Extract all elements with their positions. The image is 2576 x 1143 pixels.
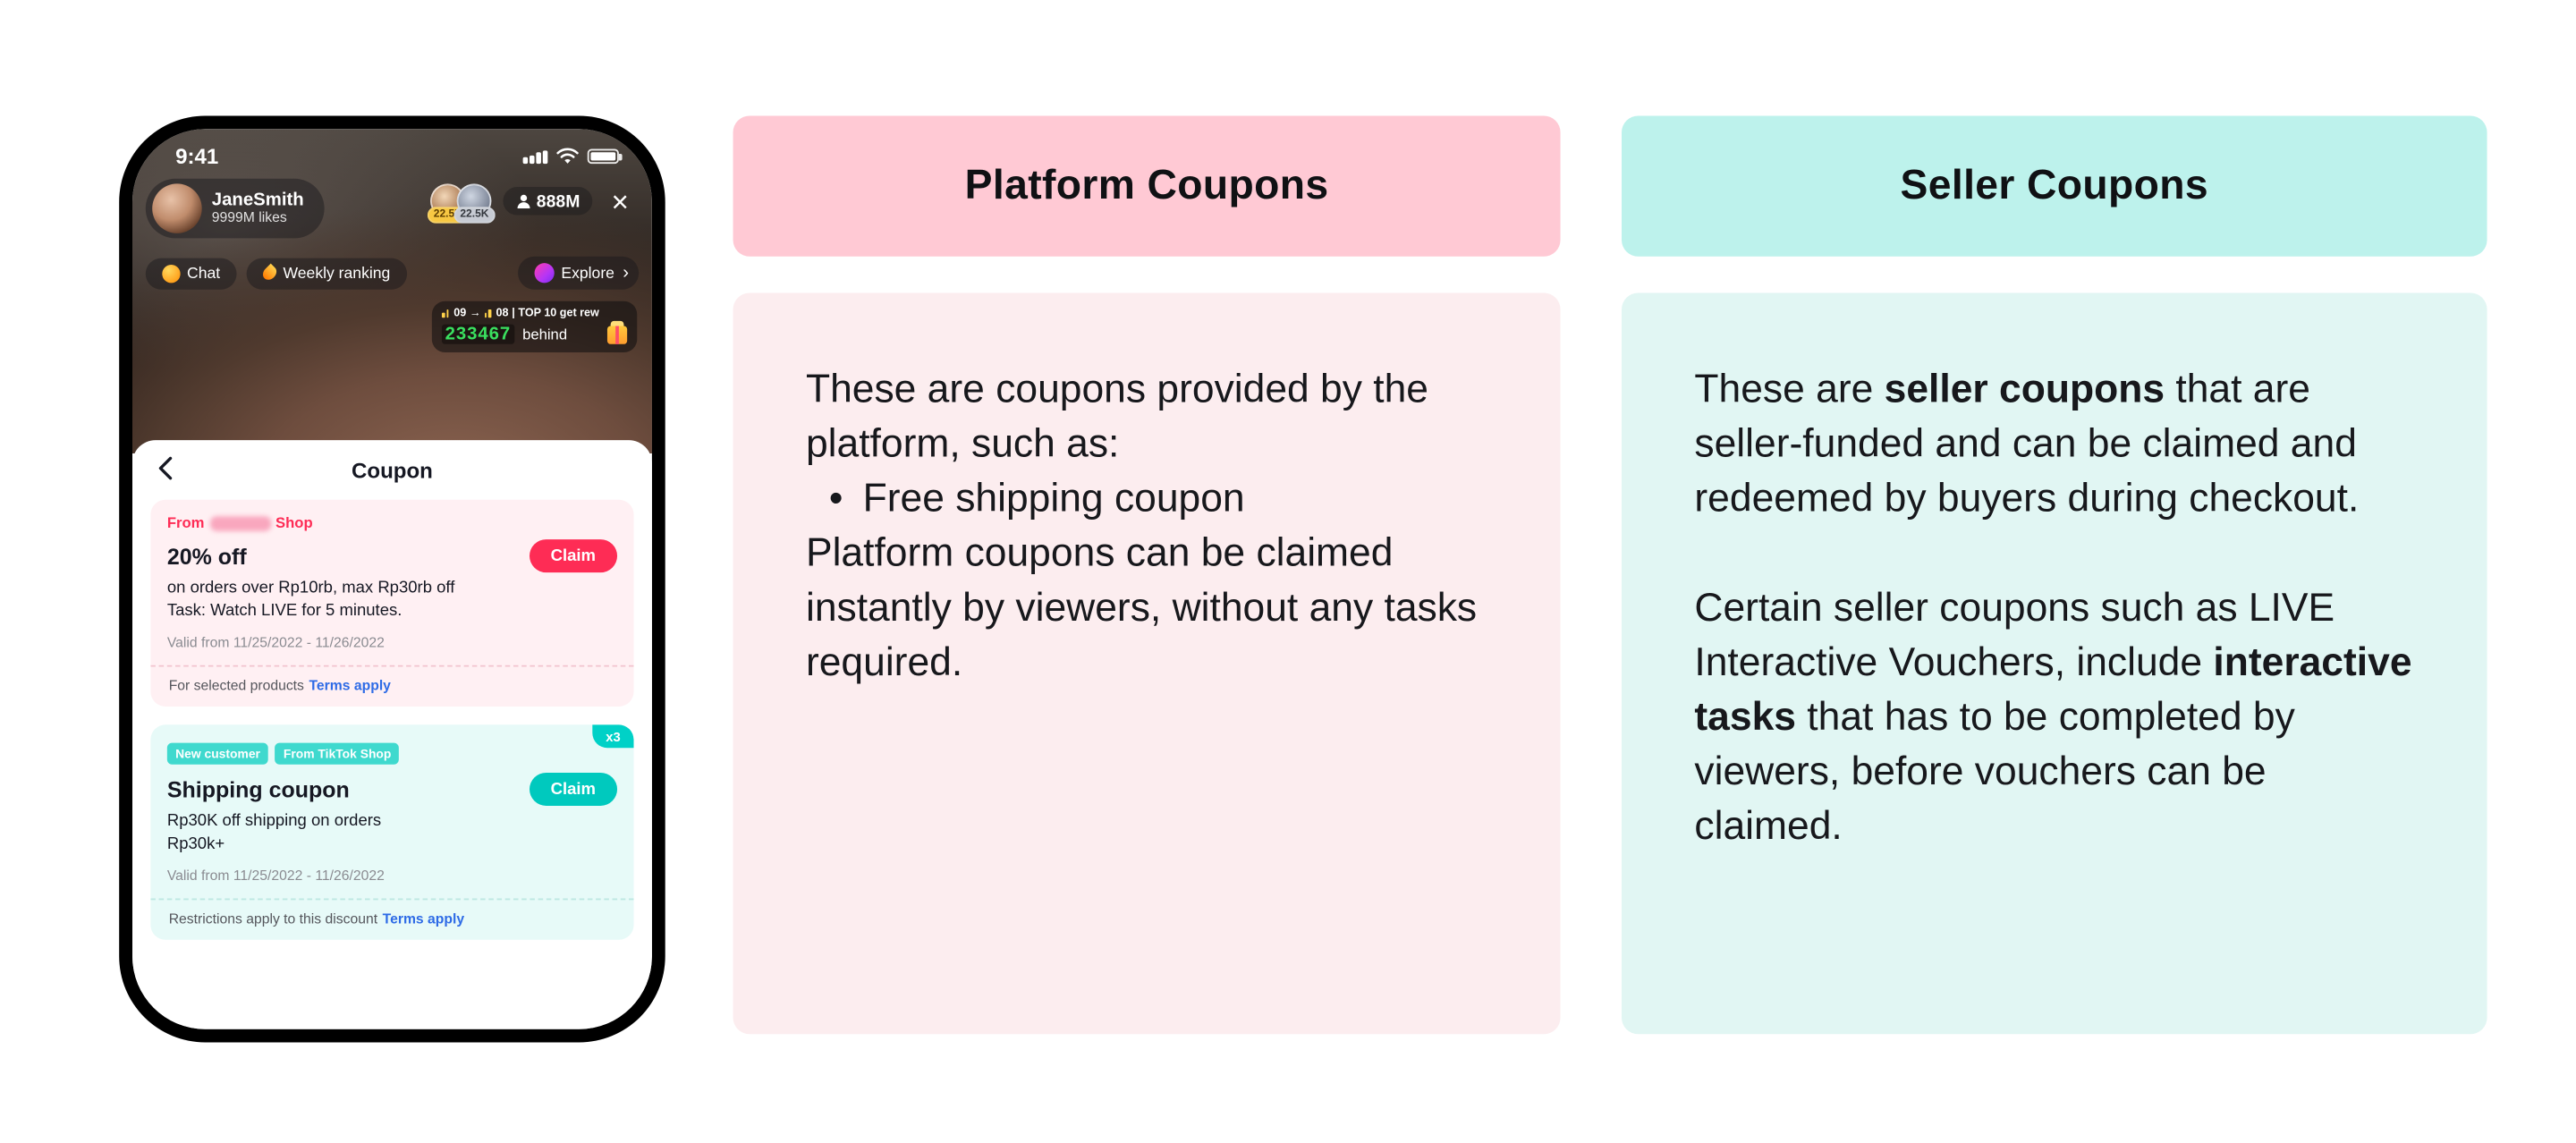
platform-coupons-column: Platform Coupons These are coupons provi… xyxy=(733,115,1561,1035)
claim-button[interactable]: Claim xyxy=(529,539,618,573)
flame-icon xyxy=(260,263,280,283)
coupon-title: 20% off xyxy=(166,543,247,569)
streamer-likes: 9999M likes xyxy=(211,208,287,226)
blurred-shop-name xyxy=(209,515,271,530)
coupon-validity: Valid from 11/25/2022 - 11/26/2022 xyxy=(166,633,385,651)
seller-coupons-header: Seller Coupons xyxy=(1622,115,2487,257)
viewer-count[interactable]: 888M xyxy=(503,187,594,216)
seller-coupon-card: x3 New customer From TikTok Shop Shippin… xyxy=(150,724,634,940)
coupon-validity: Valid from 11/25/2022 - 11/26/2022 xyxy=(166,867,385,884)
platform-paragraph-1: These are coupons provided by the platfo… xyxy=(805,367,1429,467)
wifi-icon xyxy=(556,148,579,164)
seller-coupons-body: These are seller coupons that are seller… xyxy=(1622,292,2487,1035)
chat-button[interactable]: Chat xyxy=(145,257,237,289)
rank-from: 09 xyxy=(453,308,467,320)
claim-button[interactable]: Claim xyxy=(529,772,618,806)
seller-coupons-title: Seller Coupons xyxy=(1900,162,2208,209)
explore-icon xyxy=(534,263,555,284)
status-bar: 9:41 xyxy=(132,129,652,169)
ranking-widget[interactable]: 09 → 08 | TOP 10 get rew 233467 behind xyxy=(431,301,638,353)
battery-icon xyxy=(587,148,623,165)
seller-paragraph-2: Certain seller coupons such as LIVE Inte… xyxy=(1694,585,2412,850)
tag-new-customer: New customer xyxy=(166,742,269,765)
seller-coupons-column: Seller Coupons These are seller coupons … xyxy=(1622,115,2487,1035)
chevron-right-icon: › xyxy=(623,263,629,284)
viewer-cluster: 22.5K 22.5K 888M × xyxy=(427,183,635,224)
arrow-right-icon: → xyxy=(469,308,481,320)
viewer-avatar-2[interactable]: 22.5K xyxy=(453,183,496,224)
terms-apply-link[interactable]: Terms apply xyxy=(309,676,391,694)
person-icon xyxy=(517,194,530,209)
tag-from-tiktok-shop: From TikTok Shop xyxy=(275,742,400,765)
explore-button[interactable]: Explore › xyxy=(518,256,640,290)
streamer-name: JaneSmith xyxy=(211,190,304,210)
chat-label: Chat xyxy=(187,264,221,283)
live-header-row: JaneSmith 9999M likes 22.5K 22.5K xyxy=(132,169,652,239)
platform-coupon-card: From Shop 20% off Claim on orders over R… xyxy=(150,499,634,707)
footer-text: Restrictions apply to this discount xyxy=(168,910,378,927)
status-time: 9:41 xyxy=(175,143,219,169)
top-viewer-avatars[interactable]: 22.5K 22.5K xyxy=(427,183,496,224)
live-stream-view: 9:41 JaneSm xyxy=(132,129,652,453)
footer-text: For selected products xyxy=(168,676,304,694)
coupon-desc-line1: on orders over Rp10rb, max Rp30rb off xyxy=(166,579,455,597)
coupon-panel: Coupon From Shop 20% off Claim on orders… xyxy=(132,440,652,1029)
coupon-panel-header: Coupon xyxy=(150,440,633,500)
weekly-ranking-button[interactable]: Weekly ranking xyxy=(246,257,407,289)
platform-coupons-title: Platform Coupons xyxy=(964,162,1329,209)
rank-reward-text: TOP 10 get rew xyxy=(518,308,599,320)
coupon-panel-title: Coupon xyxy=(352,457,433,483)
chat-emoji-icon xyxy=(162,264,181,283)
gift-icon xyxy=(606,319,628,343)
viewer-gift-badge-2: 22.5K xyxy=(453,206,496,224)
platform-bullet-item: Free shipping coupon xyxy=(829,471,1495,526)
rank-bars-icon xyxy=(441,309,449,318)
behind-label: behind xyxy=(522,326,568,343)
platform-coupons-body: These are coupons provided by the platfo… xyxy=(733,292,1561,1035)
seller-paragraph-1: These are seller coupons that are seller… xyxy=(1694,367,2360,521)
coupon-task-line: Task: Watch LIVE for 5 minutes. xyxy=(166,602,402,621)
platform-coupons-header: Platform Coupons xyxy=(733,115,1561,257)
live-pills-row: Chat Weekly ranking Explore › xyxy=(132,238,652,290)
status-icons xyxy=(522,148,623,165)
streamer-info[interactable]: JaneSmith 9999M likes xyxy=(145,178,324,239)
rank-separator: | xyxy=(512,308,515,320)
signal-icon xyxy=(522,149,548,164)
platform-paragraph-2: Platform coupons can be claimed instantl… xyxy=(805,530,1478,685)
back-button[interactable] xyxy=(157,456,174,480)
from-prefix: From xyxy=(166,514,205,531)
coupon-desc-line2: Rp30k+ xyxy=(166,835,225,854)
terms-apply-link[interactable]: Terms apply xyxy=(382,910,465,927)
from-suffix: Shop xyxy=(275,514,313,531)
coupon-source-row: From Shop xyxy=(167,514,617,531)
explore-label: Explore xyxy=(561,264,614,283)
rank-bars-icon xyxy=(484,309,491,318)
coupon-multiplier-badge: x3 xyxy=(592,724,634,749)
coupon-title: Shipping coupon xyxy=(166,776,350,802)
coupon-desc-line1: Rp30K off shipping on orders xyxy=(166,812,382,831)
close-icon[interactable]: × xyxy=(611,184,629,218)
viewer-count-value: 888M xyxy=(536,190,580,211)
phone-mockup: 9:41 JaneSm xyxy=(119,115,665,1043)
phone-screen: 9:41 JaneSm xyxy=(132,129,652,1029)
weekly-ranking-label: Weekly ranking xyxy=(283,264,391,283)
behind-count: 233467 xyxy=(441,324,514,344)
platform-bullet-list: Free shipping coupon xyxy=(829,471,1495,526)
streamer-avatar xyxy=(152,183,202,233)
coupon-footer: For selected products Terms apply xyxy=(150,665,634,707)
rank-to: 08 xyxy=(496,308,509,320)
chevron-left-icon xyxy=(158,456,173,480)
